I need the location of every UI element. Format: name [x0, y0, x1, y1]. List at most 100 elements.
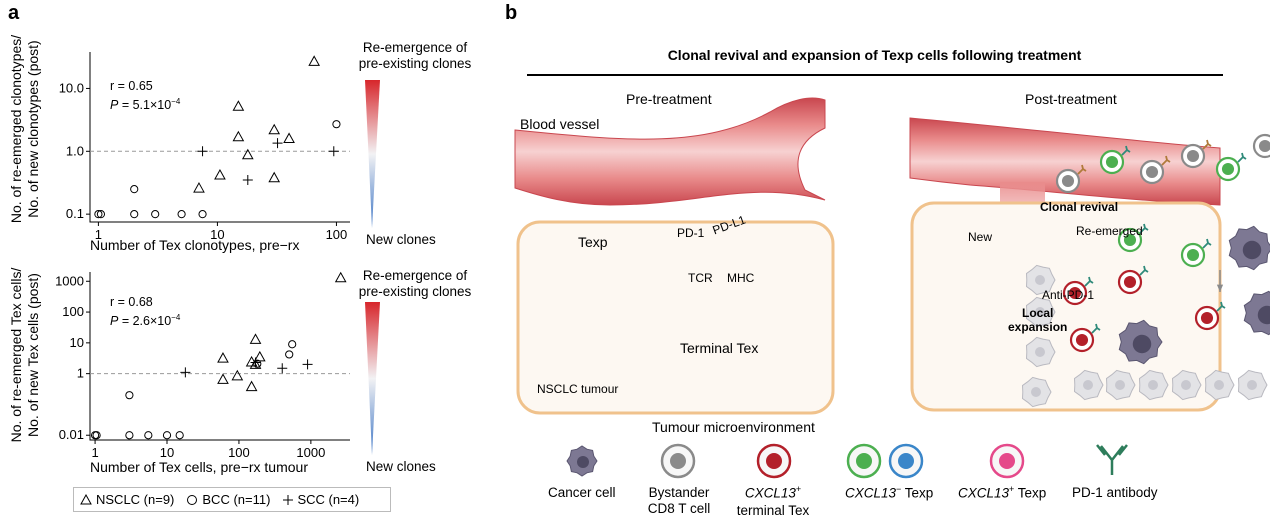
- bottom-plot-xtick-label: 1000: [296, 445, 325, 460]
- bottom-plot-xtick-label: 100: [228, 445, 250, 460]
- tcr-label: TCR: [688, 271, 713, 285]
- legend-bystander: Bystander CD8 T cell: [639, 485, 719, 517]
- colorbar-bottom: [365, 302, 380, 455]
- legend-scc-label: SCC (n=4): [297, 492, 360, 507]
- data-point-bcc: [288, 340, 297, 349]
- neg-texp-green-legend-icon: [846, 443, 882, 479]
- colorbar-bottom-title-line1: Re-emergence of: [362, 268, 468, 283]
- bottom-ylabel-line1: No. of re-emerged Tex cells/: [8, 267, 24, 443]
- legend-terminal-rest: terminal Tex: [736, 502, 810, 518]
- data-point-nsclc: [232, 100, 245, 111]
- tumour-cell: [1021, 376, 1052, 408]
- data-point-bcc: [130, 210, 139, 219]
- legend-bystander-line2: CD8 T cell: [647, 501, 711, 516]
- bottom-stat-p-value: = 2.6×10: [118, 314, 172, 329]
- data-point-nsclc: [249, 358, 262, 369]
- blood-vessel-label: Blood vessel: [520, 116, 600, 132]
- local-expansion-label: Local expansion: [1008, 306, 1067, 334]
- bottom-plot-ytick-label: 100: [62, 304, 84, 319]
- tumour-cell: [1171, 369, 1202, 401]
- legend-bcc: BCC (n=11): [186, 492, 270, 507]
- legend-bcc-label: BCC (n=11): [202, 492, 271, 507]
- data-point-nsclc: [253, 350, 266, 362]
- texp-label: Texp: [578, 234, 608, 250]
- panel-b: b Clonal revival and expansion of Texp c…: [500, 0, 1270, 524]
- top-stat-p: P = 5.1×10−4: [110, 94, 180, 113]
- bottom-plot-xtick-label: 1: [91, 445, 98, 460]
- legend-terminal-gene-line: CXCL13+: [728, 481, 818, 502]
- data-point-bcc: [94, 210, 103, 219]
- data-point-bcc: [175, 431, 184, 440]
- colorbar-top-title: Re-emergence of pre-existing clones: [350, 40, 480, 72]
- legend-cancer-cell: Cancer cell: [548, 485, 616, 500]
- data-point-bcc: [125, 431, 134, 440]
- data-point-scc: [180, 367, 191, 378]
- cancer-cell: [1243, 290, 1270, 336]
- bottom-stat-p-exp: −4: [171, 313, 181, 322]
- tumour-cell: [1025, 336, 1056, 368]
- data-point-nsclc: [268, 171, 281, 183]
- top-stat-r: r = 0.65: [110, 79, 153, 93]
- cell-legend-icons: [566, 443, 1128, 479]
- legend-terminal-sup: +: [795, 484, 802, 494]
- colorbar-top-title-line1: Re-emergence of: [362, 40, 468, 55]
- top-xlabel: Number of Tex clonotypes, pre−rx: [90, 237, 300, 253]
- colorbar-bottom-bottom-label: New clones: [366, 459, 436, 474]
- bystander-t-cell: [1180, 139, 1212, 169]
- legend-terminal-gene: CXCL13: [744, 485, 796, 501]
- top-stat-p-value: = 5.1×10: [118, 98, 172, 113]
- top-ylabel-line1: No. of re-emerged clonotypes/: [8, 34, 24, 224]
- colorbar-bottom-title-line2: pre-existing clones: [358, 284, 472, 299]
- legend-neg-rest: Texp: [901, 485, 934, 501]
- data-point-scc: [272, 138, 283, 149]
- data-point-bcc: [96, 210, 106, 219]
- data-point-bcc: [177, 210, 186, 219]
- pd1-label: PD-1: [677, 226, 705, 240]
- bottom-stat-r: r = 0.68: [110, 295, 153, 309]
- terminal-tex-cell: [1069, 323, 1101, 353]
- panel-a-label: a: [8, 2, 20, 24]
- legend-neg-sup: −: [896, 484, 902, 494]
- bottom-plot-ytick-label: 1000: [55, 273, 84, 288]
- data-point-bcc: [144, 431, 153, 440]
- pos-texp-legend-icon: [989, 443, 1025, 479]
- data-point-nsclc: [268, 123, 281, 135]
- data-point-nsclc: [283, 132, 295, 143]
- data-point-bcc: [198, 210, 207, 219]
- top-plot-xtick-label: 100: [326, 227, 348, 242]
- tme-label: Tumour microenvironment: [652, 419, 815, 435]
- top-plot-ytick-label: 10.0: [59, 80, 84, 95]
- top-plot-ytick-label: 0.1: [66, 206, 84, 221]
- circle-marker-icon: [187, 494, 198, 505]
- top-stat-p-exp: −4: [171, 97, 181, 106]
- legend-neg-texp: CXCL13− Texp: [845, 484, 933, 501]
- legend-nsclc: NSCLC (n=9): [80, 492, 174, 507]
- top-plot-xtick-label: 10: [210, 227, 224, 242]
- tumour-cell: [1105, 369, 1136, 401]
- arrow-layer: [1216, 270, 1224, 292]
- bystander-t-cell: [1139, 155, 1171, 185]
- terminal-tex-cell: [1062, 276, 1094, 306]
- bottom-plot-ytick-label: 10: [70, 335, 84, 350]
- mhc-label: MHC: [727, 271, 755, 285]
- data-point-scc: [250, 357, 261, 368]
- differentiation-arrow: [1216, 270, 1224, 292]
- panel-b-illustration: [514, 74, 1270, 479]
- top-stat: r = 0.65 P = 5.1×10−4: [110, 78, 180, 113]
- terminal-tex-cell: [1194, 301, 1226, 331]
- data-point-nsclc: [231, 369, 244, 381]
- colorbar-top: [365, 80, 380, 228]
- legend-terminal-tex: CXCL13+ terminal Tex: [728, 481, 818, 519]
- cancer-cell: [1228, 225, 1270, 271]
- data-point-bcc: [332, 120, 341, 129]
- data-point-scc: [302, 359, 313, 370]
- nsclc-tumour-label: NSCLC tumour: [537, 382, 619, 396]
- legend-antibody: PD-1 antibody: [1072, 485, 1158, 500]
- post-treatment-header: Post-treatment: [1025, 91, 1117, 107]
- tumour-cell: [1138, 369, 1169, 401]
- tumour-cell: [1025, 264, 1056, 296]
- triangle-marker-icon: [80, 494, 92, 505]
- clonal-revival-label: Clonal revival: [1040, 200, 1119, 214]
- bystander-legend-icon: [660, 443, 696, 479]
